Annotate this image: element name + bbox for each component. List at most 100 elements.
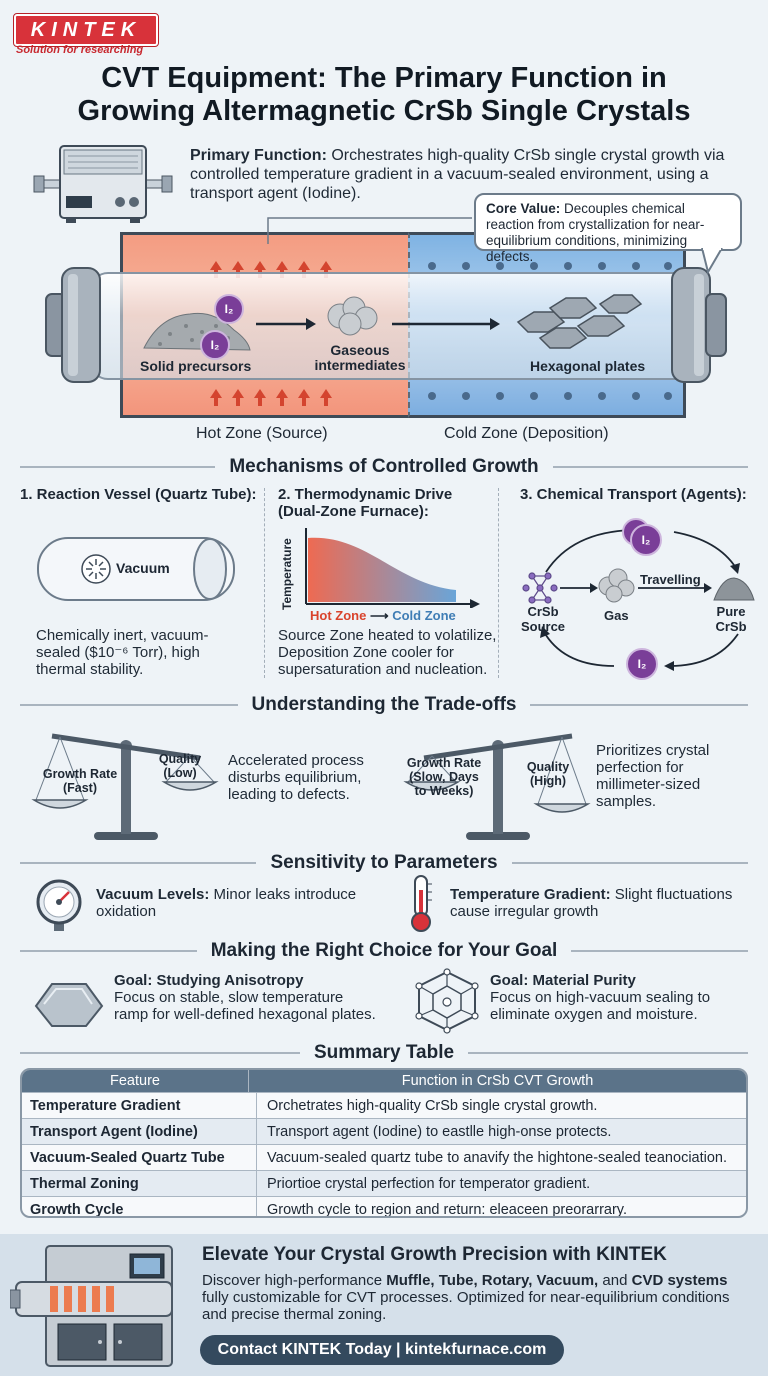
pure-crsb-line: Pure bbox=[716, 604, 746, 619]
iodine-molecule-icon: I₂ bbox=[626, 648, 658, 680]
quality-line: (Low) bbox=[163, 766, 197, 780]
iodine-label: I₂ bbox=[637, 657, 647, 671]
tradeoffs-heading-text: Understanding the Trade-offs bbox=[251, 694, 517, 715]
goal-anisotropy-desc: Focus on stable, slow temperature bbox=[114, 989, 344, 1006]
table-cell-function: Vacuum-sealed quartz tube to anavify the… bbox=[267, 1149, 728, 1166]
temp-sensitivity-body-2: cause irregular growth bbox=[450, 903, 599, 920]
footer-cvd-bold: CVD systems bbox=[631, 1272, 728, 1289]
balance-scale-icon bbox=[31, 733, 219, 840]
growth-rate-line: Growth Rate bbox=[406, 756, 482, 770]
logo-tagline: Solution for researching bbox=[16, 44, 144, 56]
growth-rate-line: (Fast) bbox=[62, 781, 98, 795]
callout-connector bbox=[267, 217, 472, 244]
mech-2-desc: Source Zone heated to volatilize, Deposi… bbox=[278, 627, 496, 678]
gaseous-line-2: intermediates bbox=[314, 357, 406, 373]
kintek-logo[interactable]: KINTEK bbox=[13, 13, 159, 47]
mech-1-desc-line: Chemically inert, vacuum- bbox=[36, 627, 209, 644]
crsb-source-label: CrSb Source bbox=[518, 604, 568, 634]
gaseous-line-1: Gaseous bbox=[330, 342, 390, 358]
mech-1-title: 1. Reaction Vessel (Quartz Tube): bbox=[20, 486, 257, 503]
quartz-tube-vessel-icon bbox=[37, 537, 235, 601]
tradeoff-desc-line: samples. bbox=[596, 793, 657, 810]
hot-zone-axis-label: Hot Zone bbox=[310, 608, 367, 623]
quality-high-label: Quality (High) bbox=[518, 760, 578, 788]
mech-2-desc-line: supersaturation and nucleation. bbox=[278, 661, 488, 678]
column-divider bbox=[264, 488, 265, 678]
cold-dots bbox=[428, 262, 672, 400]
temperature-gradient-graph bbox=[305, 528, 480, 608]
right-flange-icon bbox=[671, 267, 727, 383]
title-line-2: Growing Altermagnetic CrSb Single Crysta… bbox=[77, 95, 691, 127]
vacuum-sensitivity-label: Vacuum Levels: bbox=[96, 886, 210, 903]
quality-line: Quality bbox=[158, 752, 202, 766]
table-cell-feature: Growth Cycle bbox=[22, 1197, 257, 1216]
footer-text: Discover high-performance bbox=[202, 1272, 387, 1289]
growth-rate-slow-label: Growth Rate (Slow, Days to Weeks) bbox=[402, 756, 486, 798]
iodine-molecule-icon: I₂ bbox=[200, 330, 230, 360]
mechanisms-heading: Mechanisms of Controlled Growth bbox=[20, 456, 748, 478]
contact-button-label: Contact KINTEK Today | kintekfurnace.com bbox=[217, 1341, 547, 1358]
mech-2-title: 2. Thermodynamic Drive (Dual-Zone Furnac… bbox=[278, 486, 452, 520]
iodine-molecule-icon: I₂ bbox=[214, 294, 244, 324]
iodine-label: I₂ bbox=[224, 302, 234, 316]
growth-rate-fast-label: Growth Rate (Fast) bbox=[40, 767, 120, 795]
cold-zone-label: Cold Zone (Deposition) bbox=[444, 425, 609, 442]
tradeoff-desc-line: disturbs equilibrium, bbox=[228, 769, 362, 786]
quality-line: (High) bbox=[529, 774, 567, 788]
table-row: Vacuum-Sealed Quartz Tube Vacuum-sealed … bbox=[22, 1144, 746, 1170]
primary-function-text: Primary Function: Orchestrates high-qual… bbox=[190, 146, 750, 203]
gas-label: Gas bbox=[604, 608, 629, 623]
footer-text-line: and precise thermal zoning. bbox=[202, 1306, 387, 1323]
growth-rate-line: to Weeks) bbox=[414, 784, 474, 798]
table-cell-feature: Transport Agent (Iodine) bbox=[22, 1119, 257, 1144]
table-row: Temperature Gradient Orchetrates high-qu… bbox=[22, 1092, 746, 1118]
tradeoff-right-desc: Prioritizes crystal perfection for milli… bbox=[596, 742, 709, 810]
primary-function-body: Orchestrates high-quality CrSb single cr… bbox=[190, 147, 725, 202]
table-header-cell: Function in CrSb CVT Growth bbox=[401, 1073, 594, 1089]
vacuum-label: Vacuum bbox=[116, 560, 170, 576]
footer-text: and bbox=[598, 1272, 632, 1289]
arrow-right-icon: ⟶ bbox=[369, 608, 389, 623]
crsb-source-line: Source bbox=[520, 619, 566, 634]
quality-low-label: Quality (Low) bbox=[150, 752, 210, 780]
tradeoff-desc-line: leading to defects. bbox=[228, 786, 350, 803]
iodine-molecule-icon: I₂ bbox=[630, 524, 662, 556]
tradeoffs-heading: Understanding the Trade-offs bbox=[20, 694, 748, 716]
temperature-axis-label: Temperature bbox=[280, 538, 294, 610]
callout-tail bbox=[701, 248, 723, 275]
mech-2-title-line: 2. Thermodynamic Drive bbox=[278, 486, 453, 503]
core-value-label: Core Value: bbox=[486, 201, 561, 216]
travelling-label: Travelling bbox=[640, 572, 701, 587]
temp-sensitivity-body: Slight fluctuations bbox=[610, 886, 733, 903]
growth-rate-line: Growth Rate bbox=[42, 767, 118, 781]
pure-crsb-label: Pure CrSb bbox=[708, 604, 754, 634]
mech-2-desc-line: Deposition Zone cooler for bbox=[278, 644, 454, 661]
cold-zone-axis-label: Cold Zone bbox=[392, 608, 456, 623]
goal-purity-desc: eliminate oxygen and moisture. bbox=[490, 1006, 698, 1023]
goal-anisotropy-desc: ramp for well-defined hexagonal plates. bbox=[114, 1006, 376, 1023]
primary-function-label: Primary Function: bbox=[190, 147, 327, 164]
hot-zone-label: Hot Zone (Source) bbox=[196, 425, 328, 442]
solid-precursors-label: Solid precursors bbox=[140, 358, 252, 374]
hot-cold-axis-labels: Hot Zone ⟶ Cold Zone bbox=[310, 608, 456, 624]
hexagonal-plates-label: Hexagonal plates bbox=[530, 358, 646, 374]
column-divider bbox=[498, 488, 499, 678]
chemical-transport-cycle bbox=[522, 525, 755, 671]
mech-1-desc: Chemically inert, vacuum- sealed ($10⁻⁶ … bbox=[36, 627, 209, 678]
title-line-1: CVT Equipment: The Primary Function in bbox=[101, 62, 667, 94]
crsb-source-line: CrSb bbox=[527, 604, 559, 619]
table-cell-function: Orchetrates high-quality CrSb single cry… bbox=[267, 1097, 598, 1114]
iodine-label: I₂ bbox=[210, 338, 220, 352]
goal-purity-desc: Focus on high-vacuum sealing to bbox=[490, 989, 711, 1006]
tube-furnace-icon bbox=[33, 145, 173, 223]
footer-description: Discover high-performance Muffle, Tube, … bbox=[202, 1272, 752, 1323]
goals-heading: Making the Right Choice for Your Goal bbox=[20, 940, 748, 962]
tradeoff-desc-line: perfection for bbox=[596, 759, 684, 776]
footer-text-line: fully customizable for CVT processes. Op… bbox=[202, 1289, 730, 1306]
table-row: Thermal Zoning Priortioe crystal perfect… bbox=[22, 1170, 746, 1196]
table-row: Transport Agent (Iodine) Transport agent… bbox=[22, 1118, 746, 1144]
tradeoff-desc-line: Accelerated process bbox=[228, 752, 364, 769]
heat-arrows-top bbox=[210, 261, 332, 278]
hexagonal-plate-icon bbox=[34, 983, 104, 1027]
contact-kintek-button[interactable]: Contact KINTEK Today | kintekfurnace.com bbox=[200, 1335, 564, 1365]
